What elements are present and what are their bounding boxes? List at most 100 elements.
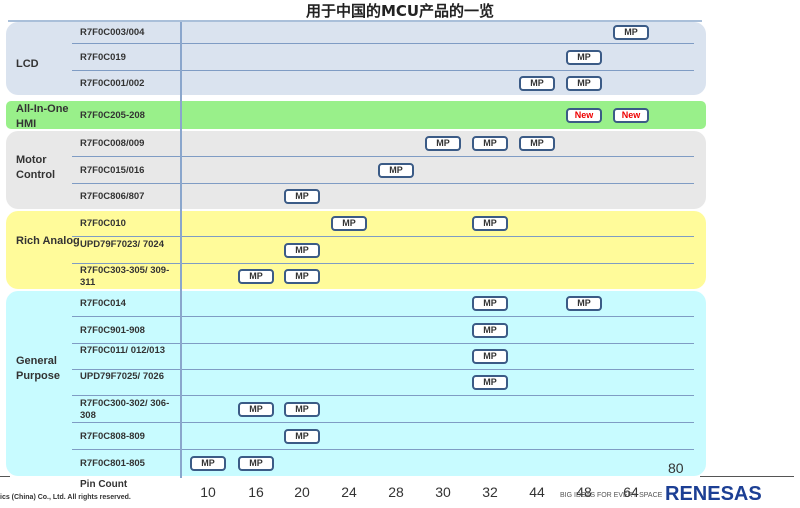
mp-badge: MP [566, 296, 602, 311]
product-row: R7F0C901-908 MP [6, 317, 706, 344]
product-row: R7F0C300-302/ 306-308 MP MP [6, 396, 706, 423]
part-number: R7F0C901-908 [80, 324, 145, 336]
pin-count-tick: 24 [341, 484, 357, 500]
mp-badge: MP [378, 162, 414, 178]
column-divider [180, 22, 182, 478]
mp-badge: MP [472, 216, 508, 231]
page-number: 80 [668, 460, 684, 476]
page-title: 用于中国的MCU产品的一览 [305, 2, 495, 20]
pin-count-tick: 44 [529, 484, 545, 500]
product-row: R7F0C015/016 MP [6, 157, 706, 184]
row-divider [72, 43, 694, 44]
part-number: R7F0C019 [80, 51, 126, 63]
row-divider [72, 183, 694, 184]
mp-badge: MP [284, 428, 320, 444]
part-number: UPD79F7025/ 7026 [80, 371, 164, 382]
new-badge: New [566, 107, 602, 123]
product-row: R7F0C008/009 MP MP MP [6, 131, 706, 157]
product-row: R7F0C808-809 MP [6, 423, 706, 450]
pin-count-tick: 10 [200, 484, 216, 500]
part-number: R7F0C008/009 [80, 138, 145, 149]
group-label: Motor Control [16, 154, 56, 181]
row-divider [72, 343, 694, 344]
pin-count-tick: 28 [388, 484, 404, 500]
mp-badge: MP [613, 25, 649, 40]
group-label: LCD [16, 58, 39, 70]
mp-badge: MP [472, 136, 508, 151]
part-number: R7F0C303-305/ 309-311 [80, 265, 170, 288]
pin-count-tick: 64 [623, 484, 639, 500]
row-divider [72, 422, 694, 423]
row-divider [72, 236, 694, 237]
part-number: R7F0C014 [80, 298, 126, 309]
row-divider [72, 156, 694, 157]
product-row: R7F0C806/807 MP [6, 184, 706, 210]
part-number: R7F0C015/016 [80, 164, 145, 176]
part-number: R7F0C808-809 [80, 430, 145, 442]
mp-badge: MP [284, 401, 320, 417]
pin-count-tick: 20 [294, 484, 310, 500]
row-divider [72, 263, 694, 264]
renesas-logo: RENESAS [665, 483, 762, 505]
mp-badge: MP [284, 189, 320, 204]
part-number: R7F0C300-302/ 306-308 [80, 397, 170, 421]
product-row: R7F0C010 MP MP [6, 211, 706, 237]
part-number: R7F0C010 [80, 218, 126, 229]
mp-badge: MP [425, 136, 461, 151]
part-number: R7F0C011/ 012/013 [80, 345, 166, 356]
mp-badge: MP [284, 269, 320, 284]
part-number: R7F0C205-208 [80, 109, 145, 121]
footer-rule-left [0, 476, 10, 477]
part-number: R7F0C003/004 [80, 27, 145, 38]
part-number: UPD79F7023/ 7024 [80, 238, 164, 250]
footer-rule-right [700, 476, 794, 477]
pin-count-tick: 48 [576, 484, 592, 500]
new-badge: New [613, 107, 649, 123]
mp-badge: MP [284, 242, 320, 258]
pin-count-tick: 16 [248, 484, 264, 500]
mp-badge: MP [238, 455, 274, 471]
product-row: UPD79F7023/ 7024 MP [6, 237, 706, 264]
mp-badge: MP [331, 216, 367, 231]
part-number: R7F0C806/807 [80, 191, 145, 202]
group-label: Rich Analog [16, 235, 80, 247]
row-divider [72, 449, 694, 450]
product-row: R7F0C003/004 MP [6, 22, 706, 44]
product-row: R7F0C001/002 MP MP [6, 71, 706, 96]
mp-badge: MP [519, 75, 555, 91]
mp-badge: MP [519, 136, 555, 151]
product-row: R7F0C205-208 New New [6, 101, 706, 130]
group-label: General Purpose [16, 355, 61, 382]
mp-badge: MP [472, 349, 508, 364]
row-divider [72, 70, 694, 71]
part-number: R7F0C801-805 [80, 457, 145, 469]
row-divider [72, 395, 694, 396]
mp-badge: MP [190, 455, 226, 471]
product-row: R7F0C303-305/ 309-311 MP MP [6, 264, 706, 290]
product-row: UPD79F7025/ 7026 MP [6, 370, 706, 396]
mp-badge: MP [566, 49, 602, 65]
copyright-text: ics (China) Co., Ltd. All rights reserve… [0, 494, 131, 501]
mp-badge: MP [238, 401, 274, 417]
product-row: R7F0C801-805 MP MP [6, 450, 706, 477]
product-row: R7F0C011/ 012/013 MP [6, 344, 706, 370]
pin-count-tick: 32 [482, 484, 498, 500]
pin-count-tick: 30 [435, 484, 451, 500]
product-row: R7F0C019 MP [6, 44, 706, 71]
mp-badge: MP [472, 296, 508, 311]
title-divider [8, 20, 702, 22]
part-number: R7F0C001/002 [80, 77, 145, 89]
mp-badge: MP [566, 75, 602, 91]
row-divider [72, 369, 694, 370]
slogan-text: BIG IDEAS FOR EVERY SPACE [560, 492, 663, 499]
mp-badge: MP [238, 269, 274, 284]
mp-badge: MP [472, 322, 508, 338]
pin-count-label: Pin Count [80, 479, 128, 490]
row-divider [72, 316, 694, 317]
product-row: R7F0C014 MP MP [6, 291, 706, 317]
mp-badge: MP [472, 375, 508, 390]
